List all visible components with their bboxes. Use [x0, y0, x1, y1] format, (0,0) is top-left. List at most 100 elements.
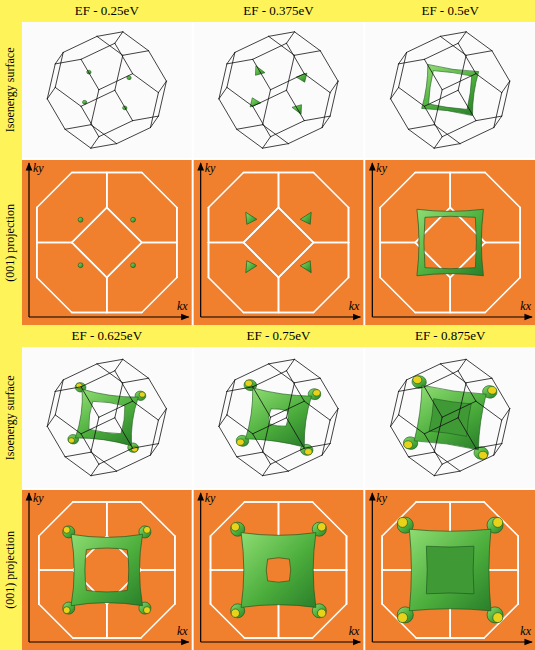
bz-projection-edge: [209, 173, 244, 208]
bz-projection: [380, 173, 520, 313]
bz-edge: [320, 51, 338, 81]
projection-panel: [365, 490, 535, 650]
bz-edge: [458, 32, 466, 43]
axis-label: ky: [205, 492, 216, 506]
bz-edge: [263, 137, 271, 148]
bz-projection-edge: [106, 604, 108, 638]
fermi-surface: [231, 609, 239, 617]
bz-projection-edge: [279, 243, 314, 278]
bz-edge: [424, 59, 442, 89]
bz-edge: [55, 52, 63, 87]
bz-edge: [286, 359, 294, 370]
bz-edge: [466, 378, 492, 383]
bz-projection-edge: [416, 637, 450, 639]
axis-label: kx: [349, 625, 360, 639]
bz-edge: [476, 401, 502, 420]
fermi-surface: [422, 64, 479, 115]
bz-projection-edge: [450, 172, 485, 174]
projection-figure: [209, 173, 349, 313]
bz-projection-edge: [278, 278, 280, 313]
bz-edge: [399, 415, 425, 434]
bz-edge: [115, 32, 123, 43]
bz-projection-edge: [142, 242, 177, 244]
bz-projection-edge: [415, 312, 450, 314]
bz-edge: [263, 471, 289, 476]
bz-edge: [115, 55, 123, 90]
projection-shapes: [231, 522, 327, 618]
energy-label: EF - 0.625eV: [72, 329, 142, 344]
bz-edge: [407, 36, 441, 52]
bz-edge: [440, 359, 466, 364]
bz-edge: [304, 116, 330, 121]
bz-projection-edge: [209, 278, 244, 313]
bz-projection-edge: [485, 278, 520, 313]
bz-projection-edge: [142, 242, 177, 244]
fermi-surface: [493, 613, 503, 623]
bz-projection-edge: [519, 243, 521, 278]
bz-edge: [322, 93, 330, 128]
bz-projection-edge: [415, 172, 450, 174]
bz-projection-edge: [244, 312, 279, 314]
bz-projection-edge: [142, 278, 177, 313]
bz-edge: [149, 51, 167, 81]
bz-edge: [502, 409, 510, 444]
projection-shapes: [417, 209, 484, 276]
bz-edge: [99, 74, 133, 90]
bz-projection-edge: [73, 637, 107, 639]
projection-shapes: [397, 517, 503, 623]
fermi-surface: [398, 517, 408, 527]
bz-edge: [253, 387, 271, 417]
bz-projection-edge: [517, 570, 519, 604]
bz-projection-edge: [278, 278, 280, 313]
bz-edge: [458, 90, 476, 120]
bz-projection-edge: [379, 208, 381, 243]
bz-projection-edge: [39, 569, 73, 571]
bz-projection-edge: [107, 243, 142, 278]
fermi-surface: [417, 209, 484, 276]
bz-projection-edge: [485, 242, 520, 244]
bz-projection-edge: [380, 242, 415, 244]
brillouin-zone: [47, 359, 166, 475]
bz-edge: [253, 59, 271, 89]
bz-projection-edge: [106, 278, 108, 313]
fermi-surface: [398, 613, 408, 623]
bz-edge: [399, 52, 407, 87]
isoenergy-panel: [22, 347, 192, 488]
bz-edge: [304, 401, 330, 420]
bz-edge: [494, 93, 502, 128]
brillouin-zone: [47, 32, 166, 148]
bz-projection-edge: [106, 173, 108, 208]
projection-shapes: [246, 212, 311, 272]
bz-edge: [158, 409, 166, 420]
bz-edge: [271, 74, 305, 90]
bz-projection-edge: [174, 570, 176, 604]
fermi-surface: [317, 609, 325, 617]
isoenergy-panel: [22, 22, 192, 158]
bz-projection-edge: [415, 312, 450, 314]
bz-edge: [458, 418, 476, 448]
bz-projection-edge: [450, 501, 484, 503]
bz-projection-edge: [380, 173, 415, 208]
bz-projection-edge: [244, 243, 279, 278]
row-label: Isoenergy surface: [4, 48, 18, 133]
bz-edge: [227, 415, 253, 434]
bz-projection-edge: [381, 570, 383, 604]
bz-projection-edge: [107, 172, 142, 174]
bz-projection-edge: [73, 637, 107, 639]
bz-projection-edge: [279, 208, 314, 243]
bz-edge: [81, 106, 99, 136]
axis-label: kx: [520, 625, 531, 639]
bz-projection-edge: [142, 173, 177, 208]
bz-projection-edge: [278, 502, 280, 536]
bz-projection-edge: [348, 243, 350, 278]
bz-projection-edge: [313, 569, 347, 571]
bz-projection-edge: [73, 501, 107, 503]
isoenergy-shapes: [250, 66, 307, 114]
bz-edge: [115, 90, 133, 120]
bz-projection-edge: [176, 208, 178, 243]
fermi-surface: [429, 399, 471, 437]
bz-projection-edge: [314, 242, 349, 244]
bz-projection-edge: [107, 312, 142, 314]
bz-projection-edge: [279, 312, 314, 314]
bz-edge: [304, 74, 330, 93]
